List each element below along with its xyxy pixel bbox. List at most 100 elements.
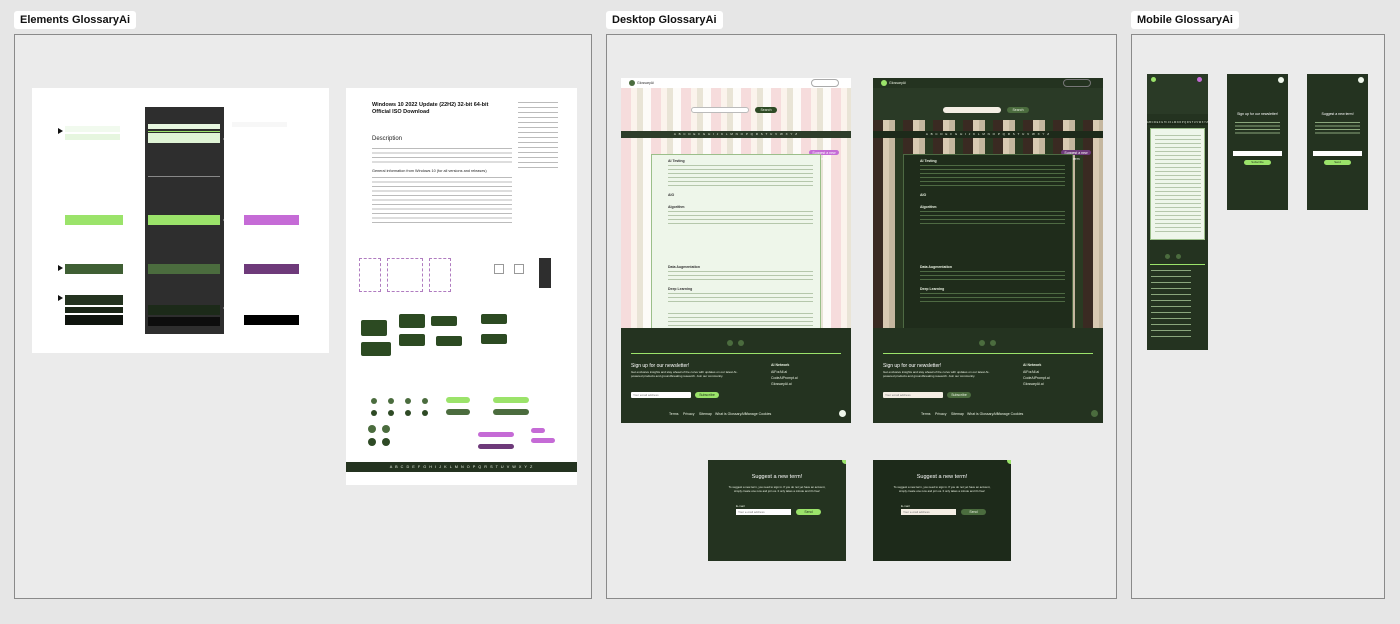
facebook-icon[interactable] (990, 340, 996, 346)
close-icon[interactable] (1278, 77, 1284, 83)
ai-network-item[interactable]: CodeAIPrompt.ai (771, 376, 798, 380)
send-button[interactable]: Send (796, 509, 821, 515)
suggest-tag[interactable] (478, 432, 514, 437)
avatar[interactable] (1197, 77, 1202, 82)
footer-links[interactable] (1151, 270, 1191, 340)
facebook-icon[interactable] (738, 340, 744, 346)
link-group[interactable] (387, 258, 423, 292)
send-button[interactable]: Send (961, 509, 986, 515)
entry-title[interactable]: Data Augmentation (920, 265, 952, 269)
secondary-button[interactable] (493, 409, 529, 415)
suggest-tag[interactable]: Suggest a new term (809, 150, 839, 161)
footer-link[interactable]: Privacy (683, 412, 695, 416)
entry-title[interactable]: AI Testing (668, 159, 685, 163)
login-icon[interactable] (494, 264, 504, 274)
frame-desktop[interactable]: GlossaryAi Search A B C D E F G H I J K … (606, 34, 1117, 599)
icon-button[interactable] (422, 398, 428, 404)
suggest-email-input[interactable] (1313, 151, 1362, 156)
search-input[interactable] (943, 107, 1001, 113)
primary-button[interactable] (446, 397, 470, 403)
entry-title[interactable]: AI Testing (920, 159, 937, 163)
x-icon[interactable] (1165, 254, 1170, 259)
entry-title[interactable]: AIO (920, 193, 927, 197)
icon-button[interactable] (371, 398, 377, 404)
icon-button[interactable] (405, 410, 411, 416)
footer-link[interactable]: Terms (921, 412, 931, 416)
alphabet-bar[interactable]: A B C D E F G H I J K L M N O P Q R S T … (346, 462, 577, 472)
link-group[interactable] (359, 258, 381, 292)
secondary-button[interactable] (446, 409, 470, 415)
entry-title[interactable]: AIO (668, 193, 675, 197)
search-input[interactable] (691, 107, 749, 113)
facebook-icon[interactable] (1176, 254, 1181, 259)
close-icon[interactable] (842, 460, 846, 464)
icon-button[interactable] (388, 398, 394, 404)
icon-button[interactable] (371, 410, 377, 416)
suggest-email-input[interactable]: Your e-mail address (901, 509, 956, 515)
footer-link[interactable]: Manage Cookies (997, 412, 1024, 416)
ai-network-item[interactable]: AIForAll.ai (1023, 370, 1040, 374)
subscribe-button[interactable]: Subscribe (1244, 160, 1271, 165)
footer-link[interactable]: What is GlossaryAi? (967, 412, 999, 416)
facebook-icon[interactable] (382, 425, 390, 433)
icon-button[interactable] (422, 410, 428, 416)
scroll-top-icon[interactable] (839, 410, 846, 417)
facebook-icon[interactable] (382, 438, 390, 446)
suggest-email-input[interactable]: Your e-mail address (736, 509, 791, 515)
x-icon[interactable] (727, 340, 733, 346)
newsletter-input[interactable]: Your email address (883, 392, 943, 398)
search-button[interactable]: Search (1007, 107, 1029, 113)
suggest-tag[interactable] (478, 444, 514, 449)
frame-label-desktop[interactable]: Desktop GlossaryAi (606, 11, 723, 29)
frame-label-mobile[interactable]: Mobile GlossaryAi (1131, 11, 1239, 29)
alphabet-bar[interactable]: A B C D E F G H I J K L M N O P Q R S T … (621, 131, 851, 138)
link-group[interactable] (429, 258, 451, 292)
brand-name[interactable]: GlossaryAi (637, 81, 654, 85)
suggest-tag[interactable]: Suggest a new term (1061, 150, 1091, 161)
footer-link[interactable]: Sitemap (951, 412, 964, 416)
entry-title[interactable]: Data Augmentation (668, 265, 700, 269)
entry-text (668, 211, 813, 227)
close-icon[interactable] (1007, 460, 1011, 464)
entry-title[interactable]: Deep Learning (920, 287, 945, 291)
footer-link[interactable]: Manage Cookies (745, 412, 772, 416)
ai-network-item[interactable]: GlossaryAi.ai (1023, 382, 1044, 386)
ai-network-item[interactable]: CodeAIPrompt.ai (1023, 376, 1050, 380)
search-button[interactable]: Search (755, 107, 777, 113)
frame-mobile[interactable]: A B C D E F G H I J K L M N O P Q R S T … (1131, 34, 1385, 599)
entry-title[interactable]: Deep Learning (668, 287, 693, 291)
ai-network-item[interactable]: AIForAll.ai (771, 370, 788, 374)
subscribe-button[interactable]: Subscribe (695, 392, 719, 398)
entry-title[interactable]: Algorithm (668, 205, 685, 209)
newsletter-input[interactable] (1233, 151, 1282, 156)
scroll-top-icon[interactable] (1091, 410, 1098, 417)
footer-link[interactable]: What is GlossaryAi? (715, 412, 747, 416)
switch-mode-panel[interactable] (539, 258, 551, 288)
x-icon[interactable] (979, 340, 985, 346)
send-button[interactable]: Send (1324, 160, 1351, 165)
icon-button[interactable] (405, 398, 411, 404)
footer-link[interactable]: Terms (669, 412, 679, 416)
primary-button[interactable] (493, 397, 529, 403)
profile-pill[interactable] (1063, 79, 1091, 87)
ai-network-item[interactable]: GlossaryAi.ai (771, 382, 792, 386)
x-icon[interactable] (368, 425, 376, 433)
tag[interactable] (531, 428, 545, 433)
frame-label-elements[interactable]: Elements GlossaryAi (14, 11, 137, 29)
footer-link[interactable]: Sitemap (699, 412, 712, 416)
profile-pill[interactable] (811, 79, 839, 87)
alphabet-bar[interactable]: A B C D E F G H I J K L M N O P Q R S T … (1147, 120, 1208, 125)
tag[interactable] (531, 438, 555, 443)
close-icon[interactable] (1358, 77, 1364, 83)
icon-button[interactable] (388, 410, 394, 416)
footer-link[interactable]: Privacy (935, 412, 947, 416)
frame-elements[interactable]: Windows 10 2022 Update (22H2) 32-bit 64-… (14, 34, 592, 599)
alphabet-bar[interactable]: A B C D E F G H I J K L M N O P Q R S T … (873, 131, 1103, 138)
entry-title[interactable]: Algorithm (920, 205, 937, 209)
brand-name[interactable]: GlossaryAi (889, 81, 906, 85)
subscribe-button[interactable]: Subscribe (947, 392, 971, 398)
x-icon[interactable] (368, 438, 376, 446)
suggest-title: Suggest a new term! (1321, 112, 1354, 116)
newsletter-input[interactable]: Your email address (631, 392, 691, 398)
edit-icon[interactable] (514, 264, 524, 274)
